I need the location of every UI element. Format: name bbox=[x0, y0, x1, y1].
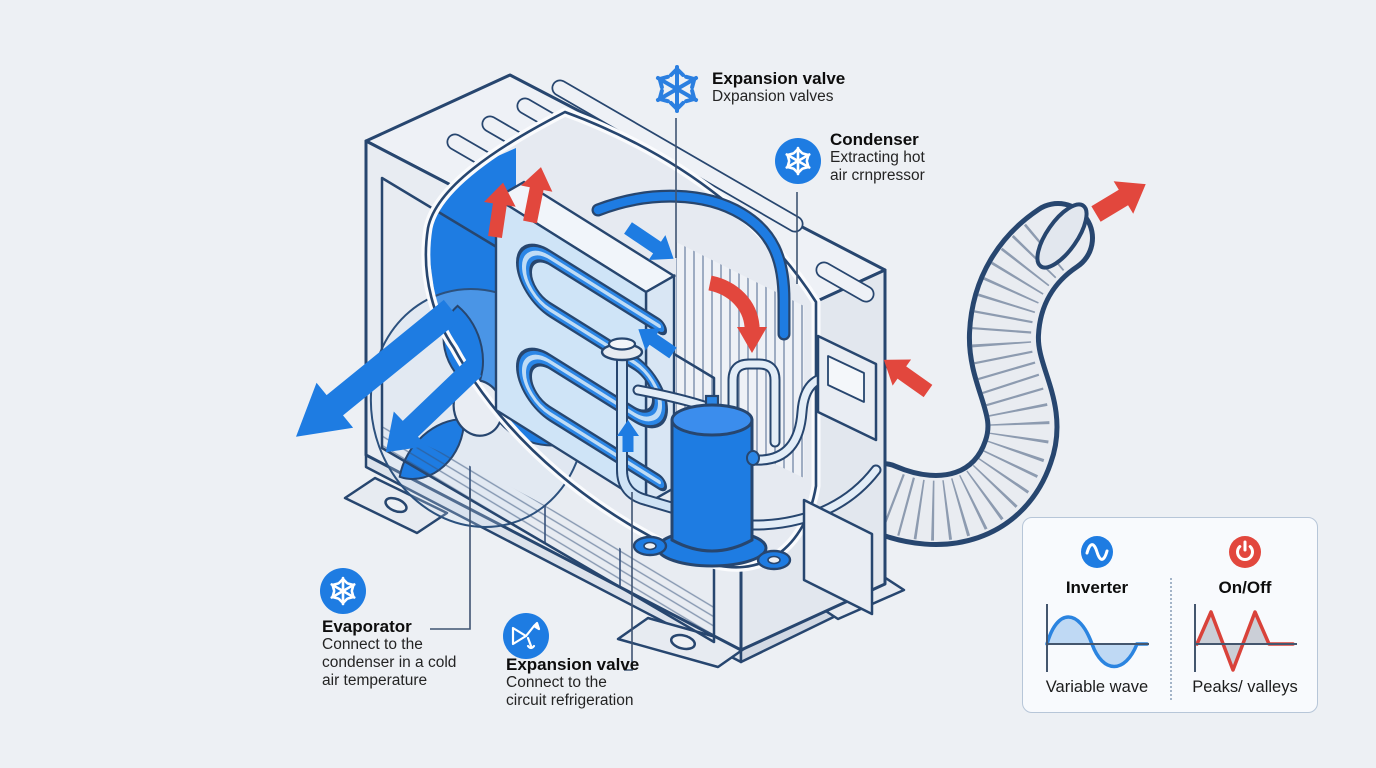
label-expansion-valve-bottom: Expansion valve Connect to the circuit r… bbox=[506, 656, 639, 710]
refrigerant-circuit bbox=[591, 189, 882, 571]
evaporator-coil bbox=[493, 180, 677, 507]
label-line: air temperature bbox=[322, 672, 428, 689]
hot-air-curved-arrow bbox=[708, 275, 767, 353]
flow-arrow bbox=[617, 420, 639, 452]
sine-wave-icon bbox=[1081, 536, 1113, 568]
hot-air-in-arrow bbox=[883, 359, 933, 398]
inverter-wave-chart bbox=[1045, 604, 1149, 672]
label-title: Expansion valve bbox=[506, 655, 640, 674]
flexible-duct bbox=[845, 201, 1095, 547]
label-title: Expansion valve bbox=[712, 69, 846, 88]
legend-inverter-column: Inverter Variable wave bbox=[1023, 518, 1171, 714]
coil-serpentine bbox=[516, 243, 668, 492]
cold-air-out-arrow bbox=[296, 299, 461, 437]
label-line: Connect to the bbox=[506, 674, 607, 691]
snowflake-circle-icon bbox=[775, 138, 821, 184]
onoff-wave-chart bbox=[1194, 604, 1297, 672]
cold-air-out-arrow bbox=[385, 360, 482, 453]
label-line: circuit refrigeration bbox=[506, 692, 634, 709]
duct-outlet-opening bbox=[1035, 202, 1089, 270]
service-valve bbox=[600, 337, 644, 362]
duct-exhaust-arrow bbox=[1091, 181, 1146, 222]
label-condenser: Condenser Extracting hot air crnpressor bbox=[830, 131, 925, 185]
compressor bbox=[632, 394, 792, 571]
label-line: Extracting hot bbox=[830, 149, 925, 166]
label-line: Connect to the bbox=[322, 636, 423, 653]
hot-air-up-arrow bbox=[483, 182, 516, 239]
label-evaporator: Evaporator Connect to the condenser in a… bbox=[322, 618, 456, 690]
legend-onoff-title: On/Off bbox=[1218, 578, 1272, 597]
leader-lines bbox=[430, 118, 798, 671]
label-line: condenser in a cold bbox=[322, 654, 457, 671]
mode-comparison-legend: Inverter Variable wave On/Off Peaks/ val… bbox=[1022, 517, 1318, 713]
legend-inverter-title: Inverter bbox=[1065, 578, 1129, 597]
snowflake-icon bbox=[655, 65, 699, 113]
label-line: air crnpressor bbox=[830, 167, 925, 184]
flow-arrow bbox=[638, 328, 677, 359]
legend-divider bbox=[1170, 578, 1172, 700]
label-line: Dxpansion valves bbox=[712, 88, 834, 105]
snowflake-circle-icon bbox=[320, 568, 366, 614]
legend-inverter-caption: Variable wave bbox=[1045, 678, 1149, 696]
label-title: Condenser bbox=[830, 130, 919, 149]
airflow-arrows bbox=[296, 167, 1146, 453]
leader-expansion-valve-bottom bbox=[624, 492, 633, 671]
valve-circle-icon bbox=[503, 613, 549, 659]
electrical-boxes bbox=[802, 334, 878, 616]
legend-onoff-caption: Peaks/ valleys bbox=[1192, 678, 1298, 696]
label-title: Evaporator bbox=[322, 617, 412, 636]
flow-arrow bbox=[624, 222, 674, 261]
legend-onoff-column: On/Off Peaks/ valleys bbox=[1171, 518, 1319, 714]
power-icon bbox=[1229, 536, 1261, 568]
leader-evaporator bbox=[430, 488, 471, 630]
label-expansion-valve-top: Expansion valve Dxpansion valves bbox=[712, 70, 845, 106]
hot-air-up-arrow bbox=[520, 167, 553, 224]
